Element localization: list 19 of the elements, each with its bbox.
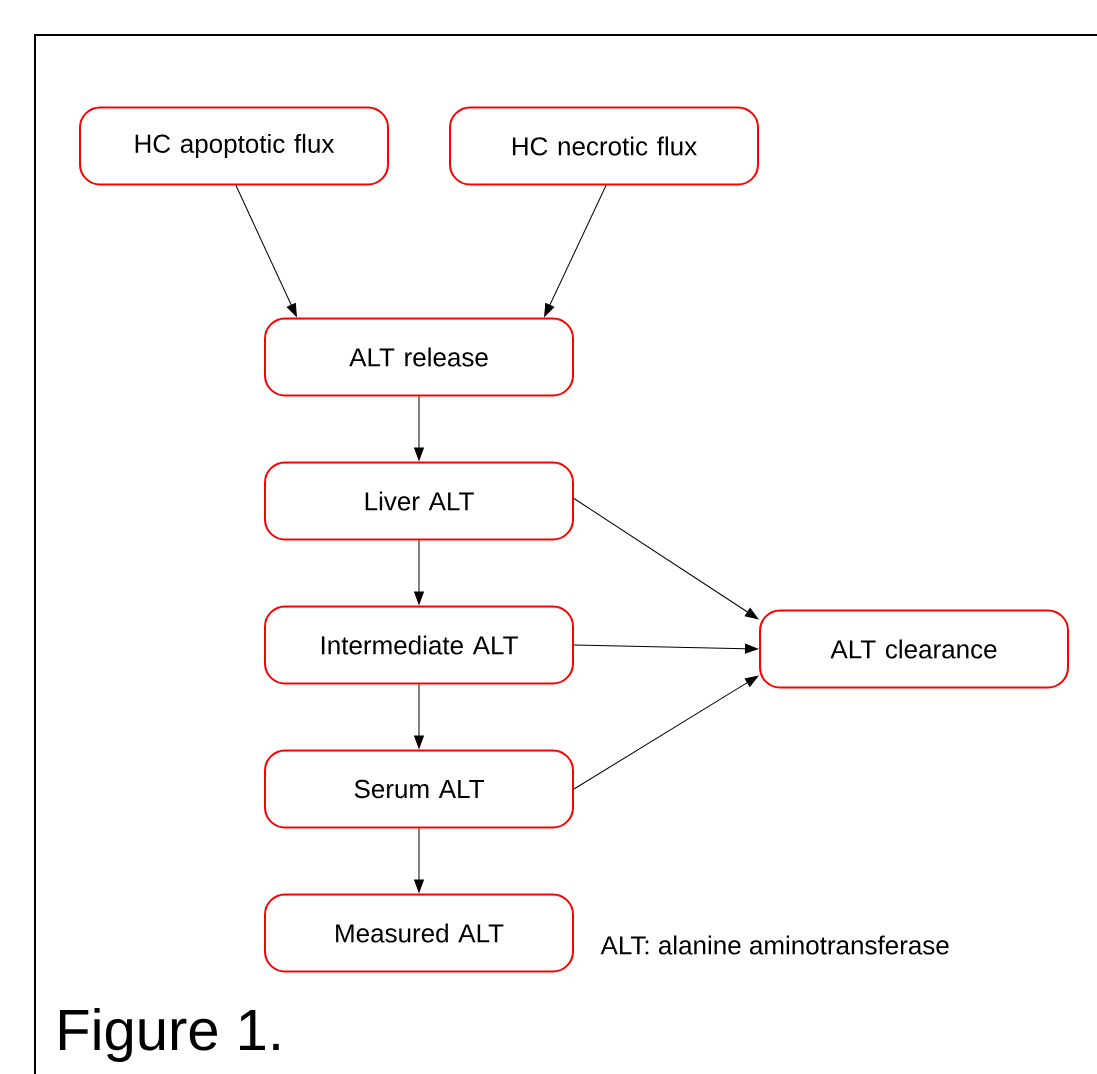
process-box: HC apoptotic flux bbox=[79, 106, 389, 186]
arrow bbox=[544, 185, 607, 317]
figure-caption: Figure 1. bbox=[59, 1008, 279, 1063]
process-box: Measured ALT bbox=[264, 893, 574, 973]
arrow bbox=[414, 540, 424, 605]
process-box: Serum ALT bbox=[264, 749, 574, 829]
arrow bbox=[235, 185, 297, 317]
process-box: ALT clearance bbox=[759, 609, 1069, 689]
arrow bbox=[414, 828, 424, 893]
process-box: Liver ALT bbox=[264, 461, 574, 541]
arrow bbox=[573, 643, 759, 654]
process-box: HC necrotic flux bbox=[449, 106, 759, 186]
process-box: Intermediate ALT bbox=[264, 605, 574, 685]
arrow bbox=[414, 684, 424, 749]
arrow bbox=[414, 396, 424, 461]
note-text: ALT: alanine aminotransferase bbox=[600, 935, 949, 955]
arrow bbox=[573, 498, 759, 620]
arrow bbox=[573, 675, 759, 790]
process-box: ALT release bbox=[264, 317, 574, 397]
